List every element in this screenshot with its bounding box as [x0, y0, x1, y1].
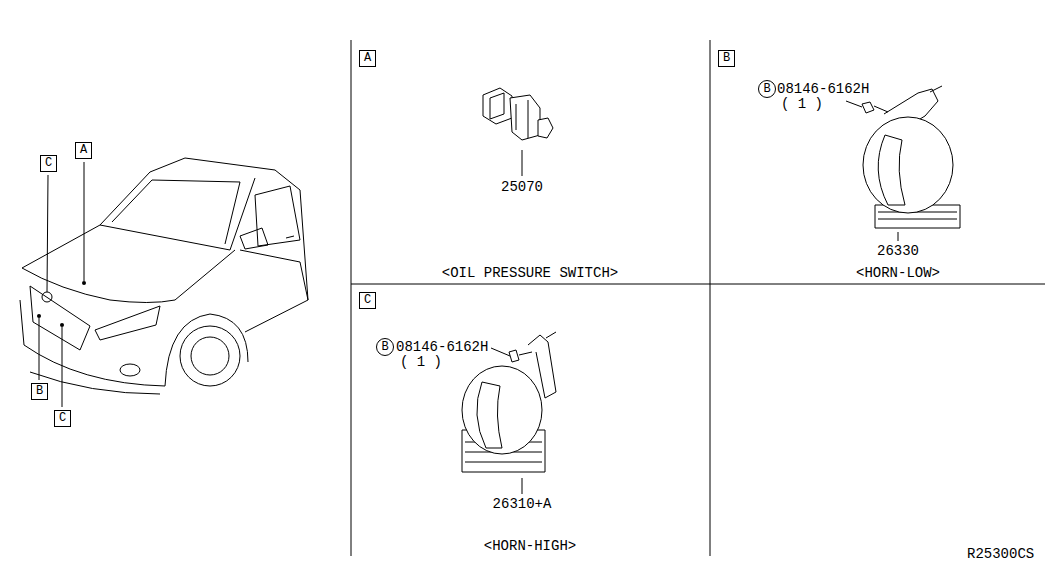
quantity: ( 1 ): [780, 96, 824, 112]
view-letter: A: [75, 142, 92, 159]
a-pillar: [230, 178, 255, 250]
leader-line: [846, 101, 862, 107]
bolt: [509, 350, 519, 362]
side-window: [255, 186, 300, 246]
location-dot: [60, 323, 64, 327]
vehicle-sketch: [20, 158, 308, 394]
windshield: [112, 180, 240, 244]
wheel-hub: [191, 337, 229, 375]
bolt-shank: [519, 352, 532, 355]
node-letter: A: [364, 52, 371, 65]
part-caption: <OIL PRESSURE SWITCH>: [441, 265, 619, 281]
horn-trumpet: [477, 382, 502, 448]
node-letter: C: [59, 412, 66, 425]
fastener-code-mark: B: [758, 80, 776, 98]
location-dot: [82, 281, 86, 285]
part-number: 26330: [876, 243, 920, 259]
hood-crease: [175, 250, 235, 300]
part-caption: <HORN-HIGH>: [483, 538, 577, 554]
switch-body: [510, 95, 540, 140]
part-number: 26310+A: [492, 496, 553, 512]
node-letter: B: [763, 83, 770, 96]
leader-line: [84, 162, 85, 281]
frame-line: [710, 40, 711, 556]
leader-line: [62, 327, 63, 407]
part-number: 25070: [500, 179, 544, 195]
horn-grille: [878, 212, 957, 219]
node-letter: B: [36, 385, 43, 398]
frame-line: [351, 284, 1045, 285]
switch-thread: [538, 118, 553, 138]
node-letter: B: [723, 52, 730, 65]
view-letter: C: [54, 410, 71, 427]
horn-body: [462, 366, 542, 454]
emblem: [42, 292, 52, 302]
horn-trumpet: [878, 135, 905, 205]
leader-line: [47, 175, 48, 292]
frame-line: [351, 40, 352, 556]
horn-body: [863, 117, 953, 213]
node-letter: A: [80, 144, 87, 157]
leader-lines: [39, 101, 898, 494]
panel-letter: A: [359, 50, 376, 67]
door-handle: [286, 236, 294, 238]
view-letter: C: [40, 155, 57, 172]
leader-line: [491, 348, 510, 356]
wheel: [180, 326, 240, 386]
body-side: [300, 190, 308, 300]
fog-light: [120, 364, 140, 376]
fastener-code-mark: B: [376, 338, 394, 356]
windshield-base: [100, 225, 230, 250]
switch-connector: [483, 88, 512, 124]
bolt-shank: [874, 106, 888, 112]
leader-line: [39, 318, 40, 380]
bolt: [862, 102, 874, 113]
panel-letter: C: [359, 292, 376, 309]
bumper-lower: [30, 372, 160, 394]
bumper: [20, 300, 165, 386]
horn-bracket: [546, 332, 556, 338]
node-letter: C: [364, 294, 371, 307]
oil-pressure-switch: [483, 88, 553, 140]
part-caption: <HORN-LOW>: [855, 265, 941, 281]
node-letter: C: [45, 157, 52, 170]
switch-hex-edge: [516, 100, 528, 138]
quantity: ( 1 ): [399, 354, 443, 370]
door-mirror: [240, 228, 268, 249]
leader-line: [522, 150, 523, 176]
part-number: 08146-6162H: [395, 339, 489, 355]
headlight: [95, 306, 160, 340]
wheel-arch: [165, 314, 248, 386]
horn-bracket: [930, 86, 942, 92]
leader-line: [898, 232, 899, 241]
body-side: [240, 250, 308, 332]
location-dot: [37, 314, 41, 318]
node-letter: B: [381, 341, 388, 354]
view-letter: B: [31, 383, 48, 400]
horn-low: [862, 86, 960, 228]
panel-letter: B: [718, 50, 735, 67]
switch-connector-face: [490, 93, 504, 119]
diagram-code: R25300CS: [966, 546, 1035, 562]
hood-edge: [22, 225, 100, 268]
leader-line: [522, 478, 523, 494]
part-number: 08146-6162H: [776, 81, 870, 97]
panel-frame: [351, 40, 1045, 556]
location-dots: [37, 281, 86, 327]
hood-edge: [22, 268, 175, 303]
